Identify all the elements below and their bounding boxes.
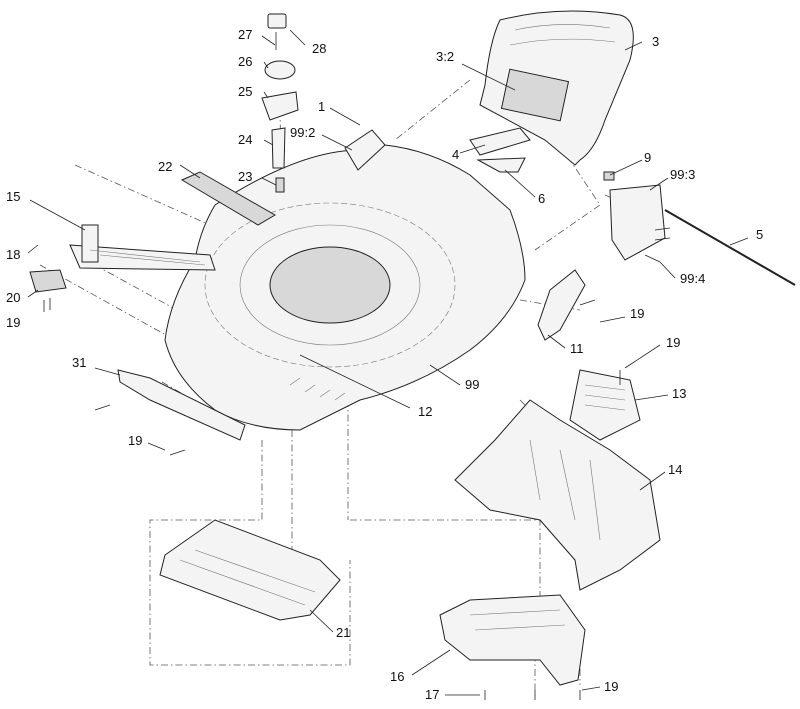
- part-21-lower-chute: [159, 519, 341, 621]
- callout-13: 13: [672, 386, 687, 401]
- callout-99-2: 99:2: [290, 125, 316, 140]
- part-3-rear-cover: [479, 10, 634, 166]
- part-99-3-side-plate: [609, 184, 666, 261]
- part-14-discharge-baffle: [454, 399, 661, 591]
- callout-12: 12: [418, 404, 433, 419]
- callout-99-4: 99:4: [680, 271, 706, 286]
- callout-27: 27: [238, 27, 253, 42]
- part-99-2-hinge: [344, 129, 386, 171]
- callout-25: 25: [238, 84, 253, 99]
- part-15-side-deflector: [69, 224, 216, 271]
- part-31-front-bumper: [117, 369, 246, 441]
- callout-17: 17: [425, 687, 440, 702]
- callout-9: 9: [644, 150, 652, 165]
- callout-99-3: 99:3: [670, 167, 696, 182]
- callout-26: 26: [238, 54, 253, 69]
- part-13-rear-bracket: [569, 369, 641, 441]
- callout-16: 16: [390, 669, 405, 684]
- callout-20: 20: [6, 290, 21, 305]
- callout-19-right: 19: [630, 306, 645, 321]
- part-20-bracket: [29, 269, 67, 293]
- callout-6: 6: [538, 191, 546, 206]
- fasteners: [43, 227, 671, 700]
- callout-14: 14: [668, 462, 683, 477]
- callout-19-bottom: 19: [604, 679, 619, 694]
- callout-19-left: 19: [6, 315, 21, 330]
- callout-21: 21: [336, 625, 351, 640]
- callout-1: 1: [318, 99, 326, 114]
- callout-24: 24: [238, 132, 253, 147]
- callout-23: 23: [238, 169, 253, 184]
- part-5-axle-rod: [664, 209, 796, 286]
- callout-3: 3: [652, 34, 660, 49]
- callout-11: 11: [570, 341, 584, 356]
- callout-22: 22: [158, 159, 173, 174]
- part-4-6-latch: [469, 127, 531, 173]
- part-24-28-height-adjuster: [261, 13, 299, 193]
- callout-18: 18: [6, 247, 21, 262]
- callout-5: 5: [756, 227, 764, 242]
- callout-15: 15: [6, 189, 21, 204]
- callout-4: 4: [452, 147, 460, 162]
- callout-99: 99: [465, 377, 480, 392]
- part-22-decal: [180, 171, 276, 226]
- leader-lines: [27, 29, 749, 696]
- part-16-lower-baffle: [439, 594, 586, 686]
- part-11-rear-guard-strip: [537, 269, 586, 341]
- callout-28: 28: [312, 41, 327, 56]
- callout-3-2: 3:2: [436, 49, 455, 64]
- callout-19-front: 19: [128, 433, 143, 448]
- callout-31: 31: [72, 355, 87, 370]
- part-9-bushing: [603, 171, 615, 181]
- callout-19-upper: 19: [666, 335, 681, 350]
